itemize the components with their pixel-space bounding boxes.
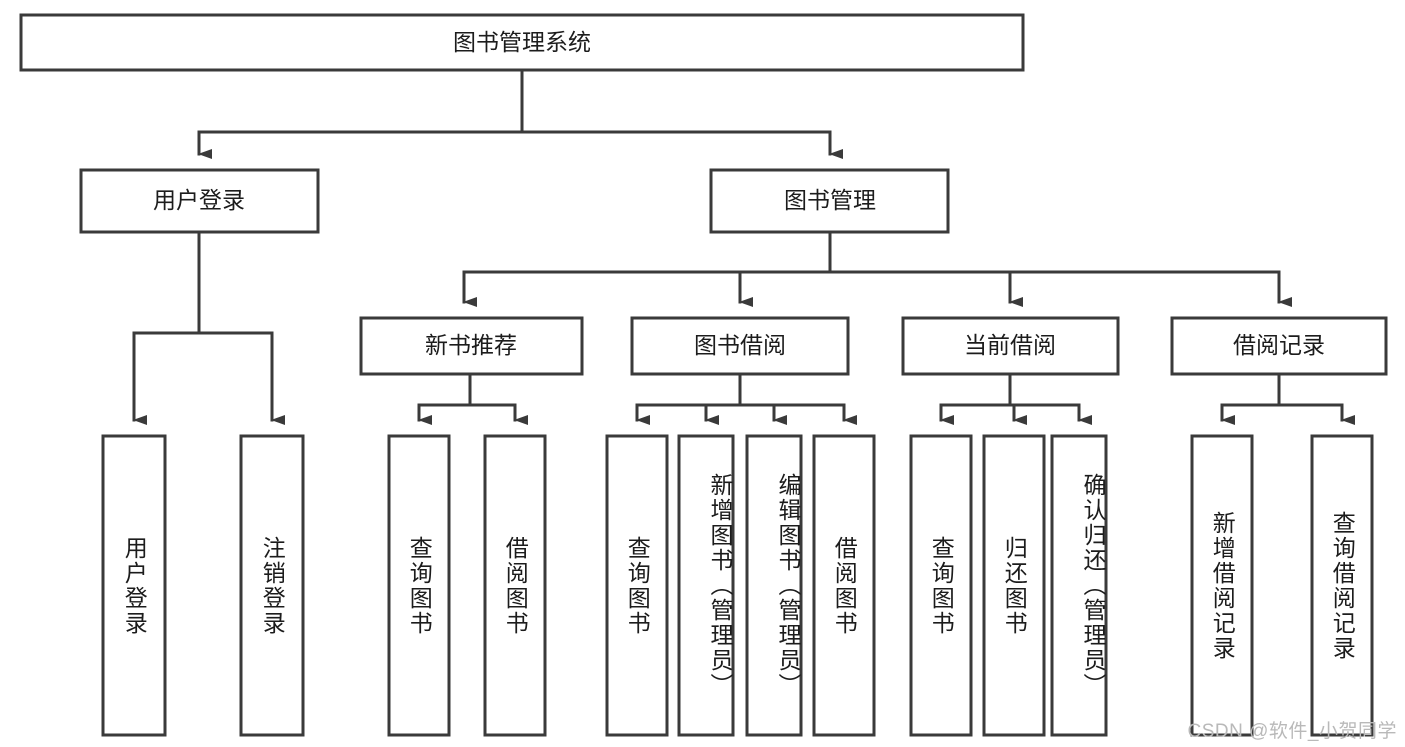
csdn-watermark: CSDN @软件_小贺同学 — [1187, 721, 1397, 742]
node-borrow-record[interactable]: 借阅记录 — [1170, 316, 1388, 376]
node-root-box[interactable] — [19, 13, 1025, 72]
leaf-add-record-box[interactable] — [1190, 434, 1254, 737]
leaf-return-book-box[interactable] — [982, 434, 1046, 737]
node-borrow-record-label: 借阅记录 — [1233, 332, 1325, 358]
node-book-borrow-box[interactable] — [630, 316, 850, 376]
node-user-login[interactable]: 用户登录 — [79, 168, 320, 234]
node-user-login-label: 用户登录 — [153, 187, 245, 213]
node-book-borrow-label: 图书借阅 — [694, 332, 786, 358]
leaf-confirm-return-box[interactable] — [1050, 434, 1108, 737]
leaf-query-book-2-box[interactable] — [605, 434, 669, 737]
node-new-book-recommend-label: 新书推荐 — [425, 332, 517, 358]
node-root-label: 图书管理系统 — [453, 29, 591, 55]
node-borrow-record-box[interactable] — [1170, 316, 1388, 376]
node-current-borrow-box[interactable] — [901, 316, 1120, 376]
node-user-login-box[interactable] — [79, 168, 320, 234]
node-book-manage-label: 图书管理 — [784, 187, 876, 213]
leaf-user-login-box[interactable] — [101, 434, 167, 737]
leaf-query-book-1-box[interactable] — [387, 434, 451, 737]
leaf-add-book-box[interactable] — [677, 434, 735, 737]
leaf-borrow-book-2-box[interactable] — [812, 434, 876, 737]
node-current-borrow[interactable]: 当前借阅 — [901, 316, 1120, 376]
leaf-query-book-3-box[interactable] — [909, 434, 973, 737]
node-book-borrow[interactable]: 图书借阅 — [630, 316, 850, 376]
connectors-group — [132, 68, 1355, 425]
node-root[interactable]: 图书管理系统 — [19, 13, 1025, 72]
node-new-book-recommend[interactable]: 新书推荐 — [359, 316, 584, 376]
leaf-query-record-box[interactable] — [1310, 434, 1374, 737]
node-current-borrow-label: 当前借阅 — [964, 332, 1056, 358]
leaf-borrow-book-1-box[interactable] — [483, 434, 547, 737]
leaf-edit-book-box[interactable] — [745, 434, 803, 737]
leaf-user-logout-box[interactable] — [239, 434, 305, 737]
leaf-boxes-group — [101, 434, 1374, 737]
node-book-manage-box[interactable] — [709, 168, 950, 234]
node-book-manage[interactable]: 图书管理 — [709, 168, 950, 234]
node-new-book-recommend-box[interactable] — [359, 316, 584, 376]
